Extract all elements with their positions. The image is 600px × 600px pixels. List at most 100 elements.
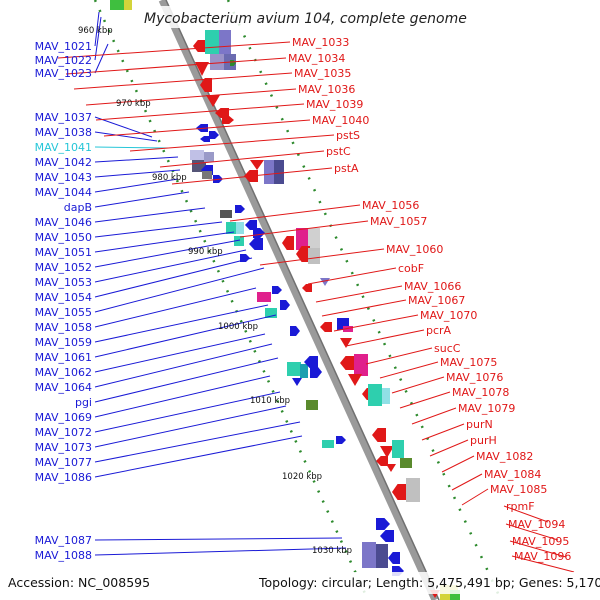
gene-label-mav_1085[interactable]: MAV_1085	[490, 483, 547, 496]
gene-label-mav_1052[interactable]: MAV_1052	[35, 261, 92, 274]
gene-label-purh[interactable]: purH	[470, 434, 497, 447]
connector-mav_1043	[94, 169, 181, 178]
gene-label-mav_1040[interactable]: MAV_1040	[312, 114, 369, 127]
gene-label-mav_1042[interactable]: MAV_1042	[35, 156, 92, 169]
gene-label-mav_1096[interactable]: MAV_1096	[514, 550, 571, 563]
gene-label-mav_1053[interactable]: MAV_1053	[35, 276, 92, 289]
gene-label-mav_1072[interactable]: MAV_1072	[35, 426, 92, 439]
gene-label-psta[interactable]: pstA	[334, 162, 359, 175]
connector-mav_1051	[94, 231, 235, 253]
gene-label-mav_1088[interactable]: MAV_1088	[35, 549, 92, 562]
gene-label-mav_1041[interactable]: MAV_1041	[35, 141, 92, 154]
gene-label-rpmf[interactable]: rpmF	[506, 500, 535, 513]
connector-mav_1050	[94, 221, 223, 238]
gene-label-dapb[interactable]: dapB	[64, 201, 92, 214]
gene-label-pgi[interactable]: pgi	[75, 396, 92, 409]
topology-text: Topology: circular; Length: 5,475,491 bp…	[258, 575, 600, 590]
gene-label-mav_1022[interactable]: MAV_1022	[35, 54, 92, 67]
gene-label-mav_1076[interactable]: MAV_1076	[446, 371, 503, 384]
connector-mav_1053	[94, 249, 247, 283]
gene-box	[368, 384, 382, 406]
gene-label-psts[interactable]: pstS	[336, 129, 360, 142]
connector-dapb	[94, 191, 190, 208]
gene-label-mav_1066[interactable]: MAV_1066	[404, 280, 461, 293]
gene-label-mav_1079[interactable]: MAV_1079	[458, 402, 515, 415]
gene-label-mav_1086[interactable]: MAV_1086	[35, 471, 92, 484]
scale-label: 1030 kbp	[312, 546, 352, 556]
gene-label-mav_1035[interactable]: MAV_1035	[294, 67, 351, 80]
gene-label-mav_1023[interactable]: MAV_1023	[35, 67, 92, 80]
gene-box	[406, 478, 420, 502]
gene-label-mav_1038[interactable]: MAV_1038	[35, 126, 92, 139]
gene-label-mav_1054[interactable]: MAV_1054	[35, 291, 92, 304]
gene-label-mav_1037[interactable]: MAV_1037	[35, 111, 92, 124]
gene-label-mav_1051[interactable]: MAV_1051	[35, 246, 92, 259]
gene-label-mav_1087[interactable]: MAV_1087	[35, 534, 92, 547]
gene-label-mav_1046[interactable]: MAV_1046	[35, 216, 92, 229]
connector-rpmf	[503, 505, 549, 523]
gene-label-mav_1044[interactable]: MAV_1044	[35, 186, 92, 199]
connector-mav_1059	[94, 304, 269, 343]
connector-mav_1052	[94, 239, 241, 268]
gene-label-mav_1078[interactable]: MAV_1078	[452, 386, 509, 399]
connector-mav_1040	[103, 119, 311, 137]
gene-label-mav_1021[interactable]: MAV_1021	[35, 40, 92, 53]
gene-label-mav_1082[interactable]: MAV_1082	[476, 450, 533, 463]
gene-label-mav_1059[interactable]: MAV_1059	[35, 336, 92, 349]
connector-mav_1064	[94, 343, 273, 388]
gene-box	[343, 326, 353, 332]
gene-label-mav_1064[interactable]: MAV_1064	[35, 381, 92, 394]
gene-label-mav_1043[interactable]: MAV_1043	[35, 171, 92, 184]
connector-mav_1056	[229, 204, 361, 222]
gene-label-pcra[interactable]: pcrA	[426, 324, 452, 337]
gene-label-mav_1094[interactable]: MAV_1094	[508, 518, 565, 531]
gene-label-mav_1069[interactable]: MAV_1069	[35, 411, 92, 424]
gene-label-mav_1057[interactable]: MAV_1057	[370, 215, 427, 228]
gene-arrow	[235, 205, 245, 213]
gene-label-mav_1095[interactable]: MAV_1095	[512, 535, 569, 548]
connector-mav_1021	[94, 11, 100, 47]
gene-label-mav_1062[interactable]: MAV_1062	[35, 366, 92, 379]
gene-label-mav_1084[interactable]: MAV_1084	[484, 468, 541, 481]
gene-label-mav_1055[interactable]: MAV_1055	[35, 306, 92, 319]
gene-box	[124, 0, 132, 10]
gene-label-mav_1058[interactable]: MAV_1058	[35, 321, 92, 334]
gene-label-succ[interactable]: sucC	[434, 342, 461, 355]
connector-mav_1022	[94, 16, 102, 61]
gene-label-mav_1067[interactable]: MAV_1067	[408, 294, 465, 307]
gene-label-purn[interactable]: purN	[466, 418, 493, 431]
gene-label-mav_1075[interactable]: MAV_1075	[440, 356, 497, 369]
connector-mav_1033	[57, 41, 291, 59]
gene-arrow	[296, 246, 310, 262]
gene-label-mav_1060[interactable]: MAV_1060	[386, 243, 443, 256]
gene-label-mav_1034[interactable]: MAV_1034	[288, 52, 345, 65]
connector-mav_1039	[95, 103, 305, 121]
connector-mav_1055	[94, 267, 265, 313]
scale-label: 980 kbp	[152, 173, 187, 183]
gene-arrow	[290, 326, 300, 336]
scale-label: 990 kbp	[188, 247, 223, 257]
gene-box	[362, 542, 376, 568]
gene-label-mav_1061[interactable]: MAV_1061	[35, 351, 92, 364]
gene-label-mav_1077[interactable]: MAV_1077	[35, 456, 92, 469]
scale-label: 1020 kbp	[282, 472, 322, 482]
title-backdrop	[140, 6, 430, 28]
gene-box	[306, 400, 318, 410]
gene-label-mav_1036[interactable]: MAV_1036	[298, 83, 355, 96]
gene-label-mav_1073[interactable]: MAV_1073	[35, 441, 92, 454]
gene-label-cobf[interactable]: cobF	[398, 262, 424, 275]
gene-label-mav_1039[interactable]: MAV_1039	[306, 98, 363, 111]
gene-label-mav_1056[interactable]: MAV_1056	[362, 199, 419, 212]
gene-label-pstc[interactable]: pstC	[326, 145, 351, 158]
gene-box	[274, 160, 284, 184]
gene-arrow	[209, 131, 219, 139]
gene-arrow	[380, 530, 394, 542]
gene-label-mav_1050[interactable]: MAV_1050	[35, 231, 92, 244]
gene-arrow	[282, 236, 294, 250]
gene-label-mav_1033[interactable]: MAV_1033	[292, 36, 349, 49]
scale-label: 1000 kbp	[218, 322, 258, 332]
connector-pgi	[94, 357, 279, 403]
gene-label-mav_1070[interactable]: MAV_1070	[420, 309, 477, 322]
